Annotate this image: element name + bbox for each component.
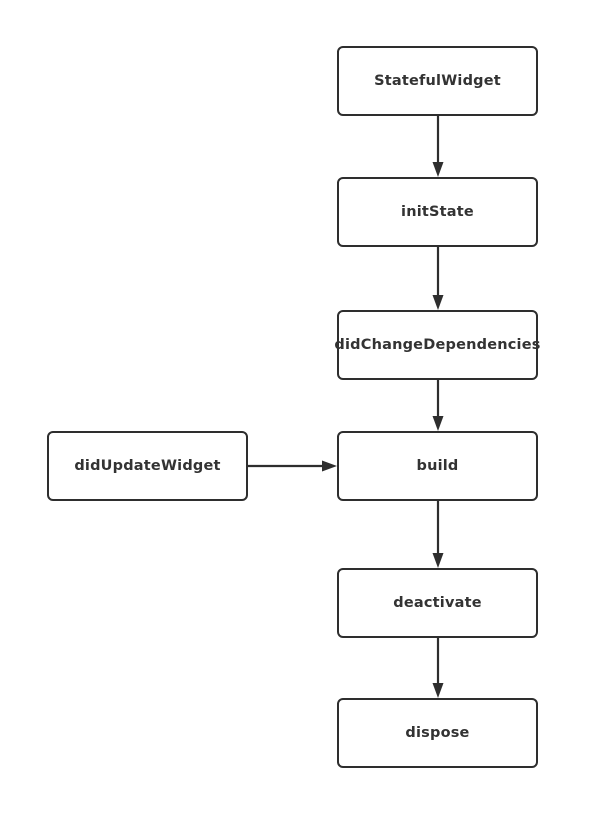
node-statefulwidget[interactable]: StatefulWidget xyxy=(337,46,538,116)
node-initstate[interactable]: initState xyxy=(337,177,538,247)
edge-initstate-to-didchangedependencies xyxy=(432,247,444,310)
node-deactivate[interactable]: deactivate xyxy=(337,568,538,638)
node-didchangedependencies[interactable]: didChangeDependencies xyxy=(334,310,541,380)
node-initstate-label: initState xyxy=(401,203,474,220)
node-statefulwidget-label: StatefulWidget xyxy=(374,72,501,89)
node-build[interactable]: build xyxy=(337,431,538,501)
edge-statefulwidget-to-initstate xyxy=(432,116,444,177)
node-dispose-label: dispose xyxy=(405,724,470,741)
node-build-label: build xyxy=(416,457,459,474)
edge-didchangedependencies-to-build xyxy=(432,380,444,431)
node-didupdatewidget-label: didUpdateWidget xyxy=(74,457,221,474)
node-dispose[interactable]: dispose xyxy=(337,698,538,768)
node-didchangedependencies-label: didChangeDependencies xyxy=(334,336,541,353)
edge-deactivate-to-dispose xyxy=(432,638,444,698)
edge-build-to-deactivate xyxy=(432,501,444,568)
node-didupdatewidget[interactable]: didUpdateWidget xyxy=(47,431,248,501)
edge-didupdatewidget-to-build xyxy=(248,460,337,472)
node-deactivate-label: deactivate xyxy=(393,594,482,611)
